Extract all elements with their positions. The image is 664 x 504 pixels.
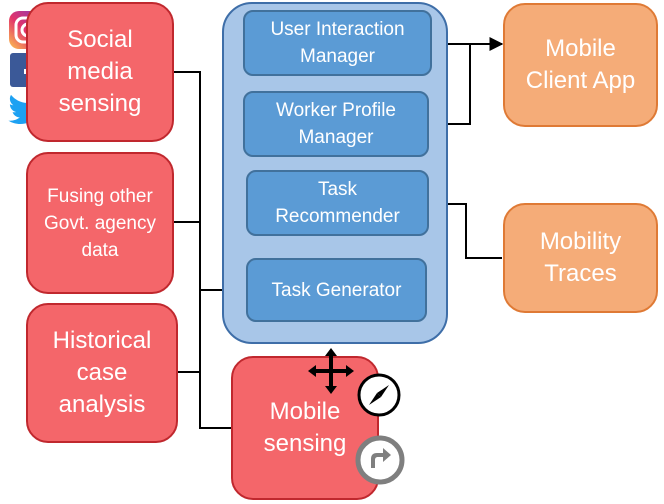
historical-case-analysis-box: Historical case analysis xyxy=(26,303,178,443)
social-media-sensing-box: Social media sensing xyxy=(26,2,174,142)
mobility-traces-box: Mobility Traces xyxy=(503,203,658,313)
mobile-sensing-box: Mobile sensing xyxy=(231,356,379,500)
govt-agency-data-box: Fusing other Govt. agency data xyxy=(26,152,174,294)
user-interaction-manager-box: User Interaction Manager xyxy=(243,10,432,76)
traces-to-recommender-arrow xyxy=(428,197,502,259)
task-generator-box: Task Generator xyxy=(246,258,427,322)
move-arrows-icon xyxy=(308,348,354,394)
mobile-client-app-box: Mobile Client App xyxy=(503,3,658,127)
compass-icon xyxy=(356,372,402,418)
bus-line xyxy=(174,71,232,429)
navigation-icon xyxy=(354,434,406,486)
task-recommender-box: Task Recommender xyxy=(246,170,429,236)
worker-profile-manager-box: Worker Profile Manager xyxy=(243,91,429,157)
